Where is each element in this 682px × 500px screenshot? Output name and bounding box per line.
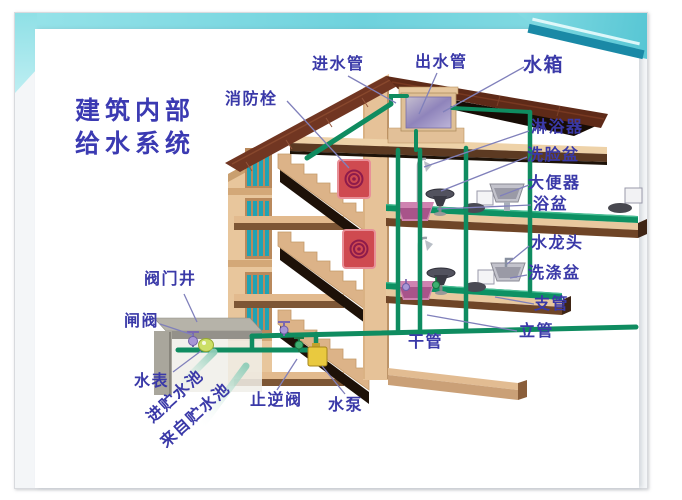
label-sink: 洗涤盆	[528, 265, 581, 282]
upper-main-valve	[278, 321, 290, 336]
check-valve-fitting	[294, 337, 304, 352]
label-valve-well: 阀门井	[144, 271, 197, 288]
label-toilet: 大便器	[528, 175, 581, 192]
label-faucet: 水龙头	[531, 235, 584, 252]
page-title: 建筑内部 给水系统	[75, 95, 195, 161]
label-bathtub: 浴盆	[533, 196, 569, 213]
label-gate-valve: 闸阀	[124, 313, 160, 330]
label-check-valve: 止逆阀	[250, 392, 303, 409]
label-water-pump: 水泵	[328, 397, 364, 414]
label-water-meter: 水表	[134, 373, 170, 390]
water-pump-fitting	[307, 343, 328, 367]
title-line-2: 给水系统	[75, 130, 196, 158]
label-riser-pipe: 立管	[519, 323, 555, 340]
leader-lines	[159, 66, 535, 395]
water-meter-fitting	[198, 338, 214, 352]
title-line-1: 建筑内部	[75, 97, 196, 125]
fire-hydrant-lower	[342, 229, 376, 269]
label-washbasin: 洗脸盆	[527, 147, 580, 164]
label-branch-pipe: 支管	[534, 296, 570, 313]
gate-valve-fitting	[187, 331, 199, 347]
ground-beam	[388, 368, 527, 400]
water-tank	[387, 86, 465, 144]
fire-hydrant-upper	[337, 159, 371, 199]
storage-pool-pipes	[168, 348, 250, 432]
branch-valves	[402, 277, 440, 291]
label-outlet-pipe: 出水管	[415, 54, 468, 71]
label-water-tank: 水箱	[523, 55, 565, 76]
label-shower: 淋浴器	[531, 119, 584, 136]
label-fire-hydrant: 消防栓	[225, 91, 278, 108]
label-main-pipe: 干管	[408, 334, 444, 351]
cyan-left-strip	[15, 13, 37, 93]
label-inlet-pipe: 进水管	[312, 56, 365, 73]
